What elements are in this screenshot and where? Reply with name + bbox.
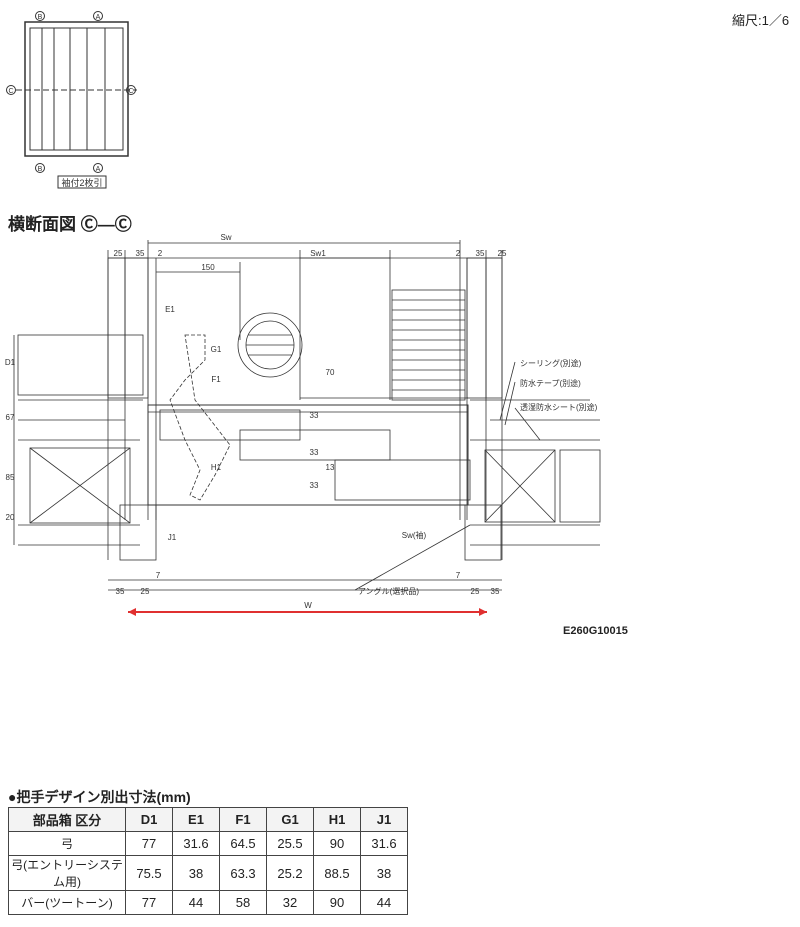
- marker-c-right: [126, 85, 136, 95]
- table-cell: 64.5: [219, 831, 267, 856]
- section-title: 横断面図 Ⓒ—Ⓒ: [8, 215, 132, 234]
- table-cell: 88.5: [313, 855, 361, 891]
- label-g1: G1: [211, 345, 222, 354]
- dim-35-left: 35: [136, 249, 145, 258]
- marker-b-bottom: [35, 163, 45, 173]
- table-cell: バー(ツートーン): [8, 890, 126, 915]
- table-cell: 38: [360, 855, 408, 891]
- table-header: G1: [266, 807, 314, 832]
- label-d1: D1: [5, 358, 16, 367]
- label-h1: H1: [211, 463, 222, 472]
- table-cell: 77: [125, 831, 173, 856]
- key-plan-caption-box: [57, 175, 107, 189]
- dim-25-left: 25: [114, 249, 123, 258]
- dim-85: 85: [6, 473, 15, 482]
- dim-2-right: 2: [456, 249, 461, 258]
- w-arrow-right: [479, 608, 487, 616]
- table-cell: 44: [360, 890, 408, 915]
- callout-moisture-sheet: 透湿防水シート(別途): [520, 402, 598, 412]
- dim-35-bottom-left: 35: [116, 587, 125, 596]
- vent-circle: [237, 312, 303, 378]
- handle-outline: [169, 334, 231, 501]
- table-cell: 32: [266, 890, 314, 915]
- table-row: 弓(エントリーシステム用) 75.5 38 63.3 25.2 88.5 38: [8, 855, 408, 891]
- label-sw: Sw: [220, 233, 231, 242]
- key-plan-frame: [24, 21, 129, 157]
- dim-20: 20: [6, 513, 15, 522]
- dim-2-left: 2: [158, 249, 163, 258]
- dim-33-b: 33: [310, 448, 319, 457]
- dim-25-bottom-left: 25: [141, 587, 150, 596]
- cad-drawing: B A C C B A 袖付2枚引: [5, 11, 601, 616]
- callout-angle: アングル(選択品): [358, 586, 419, 596]
- label-sw1: Sw1: [310, 249, 326, 258]
- table-cell: 44: [172, 890, 220, 915]
- marker-a-bottom-label: A: [96, 166, 101, 173]
- table-row: バー(ツートーン) 77 44 58 32 90 44: [8, 890, 408, 915]
- marker-b-bottom-label: B: [38, 166, 43, 173]
- table-cell: 25.2: [266, 855, 314, 891]
- table-cell: 90: [313, 831, 361, 856]
- dim-13: 13: [326, 463, 335, 472]
- scale-label: 縮尺:1／6: [732, 13, 790, 28]
- dim-35-right: 35: [476, 249, 485, 258]
- table-cell: 63.3: [219, 855, 267, 891]
- table-header: D1: [125, 807, 173, 832]
- drawing-code: E260G10015: [563, 625, 628, 637]
- key-plan: [6, 11, 137, 189]
- marker-c-right-label: C: [128, 88, 133, 95]
- label-sw-sode: Sw(袖): [402, 530, 427, 540]
- table-cell: 弓: [8, 831, 126, 856]
- w-arrow-left: [128, 608, 136, 616]
- marker-b-top-label: B: [38, 14, 43, 21]
- marker-c-left-label: C: [8, 88, 13, 95]
- dim-7-right: 7: [456, 571, 461, 580]
- marker-a-top-label: A: [96, 14, 101, 21]
- dimension-table-title: ●把手デザイン別出寸法(mm): [8, 789, 191, 805]
- marker-a-top: [93, 11, 103, 21]
- dim-35-bottom-right: 35: [491, 587, 500, 596]
- section-drawing: [13, 240, 601, 591]
- table-cell: 31.6: [172, 831, 220, 856]
- marker-b-top: [35, 11, 45, 21]
- louver: [391, 289, 466, 401]
- dim-33-a: 33: [310, 411, 319, 420]
- table-header: F1: [219, 807, 267, 832]
- dim-33-c: 33: [310, 481, 319, 490]
- callout-waterproof-tape: 防水テープ(別途): [520, 378, 581, 388]
- table-row: 弓 77 31.6 64.5 25.5 90 31.6: [8, 831, 408, 856]
- table-cell: 31.6: [360, 831, 408, 856]
- table-cell: 90: [313, 890, 361, 915]
- table-header: 部品箱 区分: [8, 807, 126, 832]
- label-w: W: [304, 601, 312, 610]
- table-cell: 77: [125, 890, 173, 915]
- key-plan-caption: 袖付2枚引: [61, 177, 102, 188]
- dim-70: 70: [326, 368, 335, 377]
- table-cell: 58: [219, 890, 267, 915]
- marker-c-left: [6, 85, 16, 95]
- dim-150: 150: [201, 263, 215, 272]
- dim-67: 67: [6, 413, 15, 422]
- table-cell: 38: [172, 855, 220, 891]
- table-header: J1: [360, 807, 408, 832]
- dim-7-left: 7: [156, 571, 161, 580]
- label-f1: F1: [211, 375, 221, 384]
- table-header: E1: [172, 807, 220, 832]
- table-cell: 25.5: [266, 831, 314, 856]
- dim-25-right: 25: [498, 249, 507, 258]
- callout-sealing: シーリング(別途): [520, 358, 582, 368]
- table-header-row: 部品箱 区分 D1 E1 F1 G1 H1 J1: [8, 807, 408, 832]
- table-header: H1: [313, 807, 361, 832]
- marker-a-bottom: [93, 163, 103, 173]
- table-cell: 弓(エントリーシステム用): [8, 855, 126, 891]
- label-e1: E1: [165, 305, 175, 314]
- label-j1: J1: [168, 533, 177, 542]
- table-cell: 75.5: [125, 855, 173, 891]
- dimension-table: 部品箱 区分 D1 E1 F1 G1 H1 J1 弓 77 31.6 64.5 …: [8, 807, 408, 915]
- dim-25-bottom-right: 25: [471, 587, 480, 596]
